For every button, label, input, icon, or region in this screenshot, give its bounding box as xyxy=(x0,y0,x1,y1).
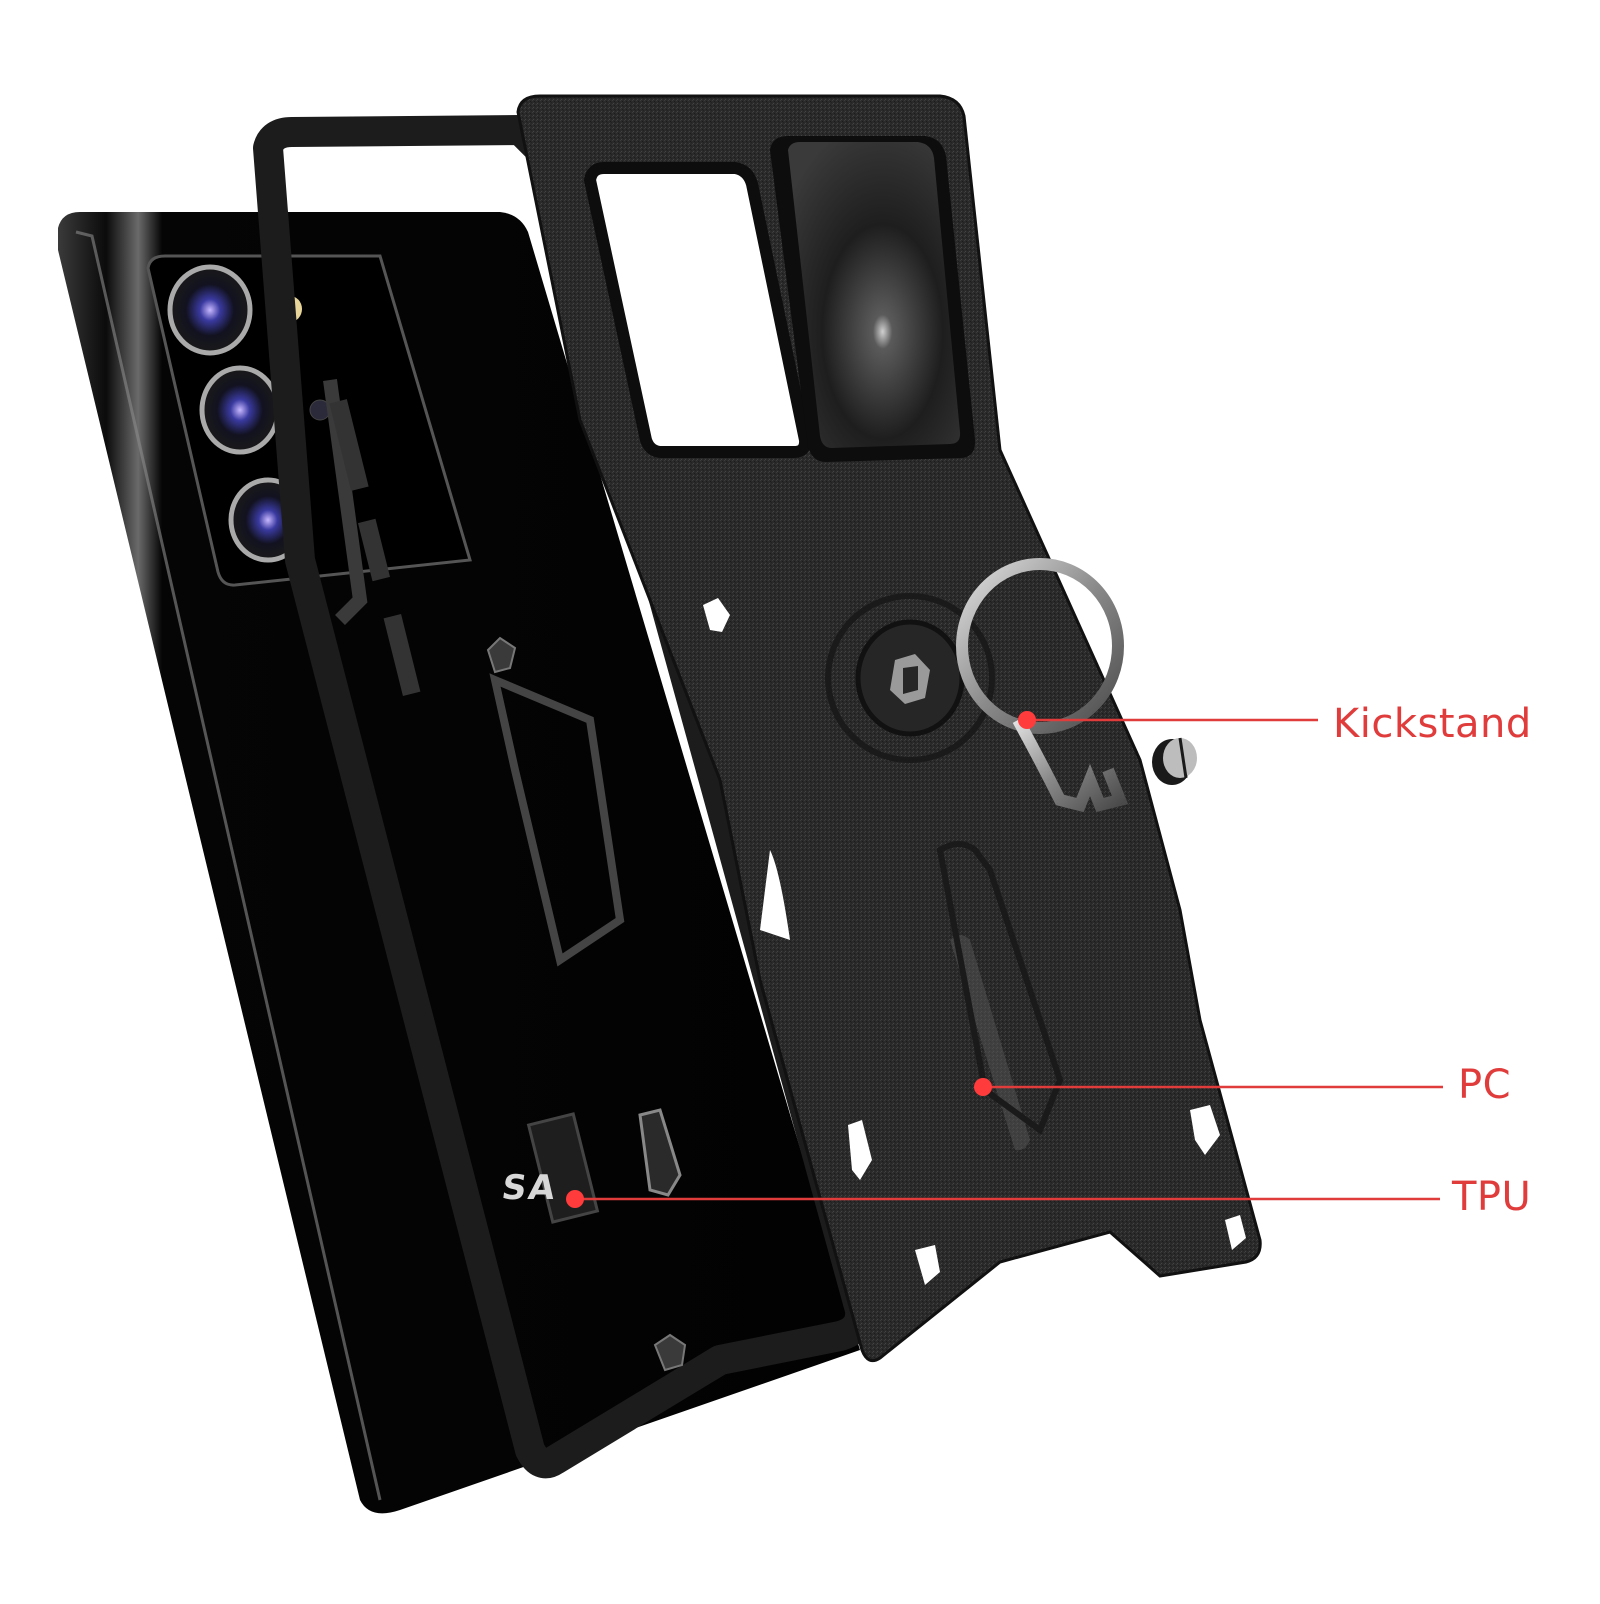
callout-tpu xyxy=(566,1190,1440,1208)
pc-shell xyxy=(516,94,1262,1363)
brand-logo-icon xyxy=(890,654,930,704)
tpu-label: TPU xyxy=(1452,1174,1532,1220)
screw-icon xyxy=(1152,737,1197,785)
camera-window-cutout xyxy=(583,162,812,458)
kickstand-label: Kickstand xyxy=(1333,701,1532,747)
brand-logo-hub xyxy=(825,593,995,763)
camera-lens-icon xyxy=(199,365,281,455)
camera-module xyxy=(146,254,472,587)
camera-lens-icon xyxy=(167,264,253,356)
callout-kickstand xyxy=(1018,711,1318,729)
phone-brand-text: SA xyxy=(499,1168,560,1208)
ring-kickstand[interactable] xyxy=(956,558,1129,813)
pc-label: PC xyxy=(1458,1062,1512,1108)
callout-pc xyxy=(974,1078,1443,1096)
camera-slide-cover[interactable] xyxy=(770,136,976,462)
